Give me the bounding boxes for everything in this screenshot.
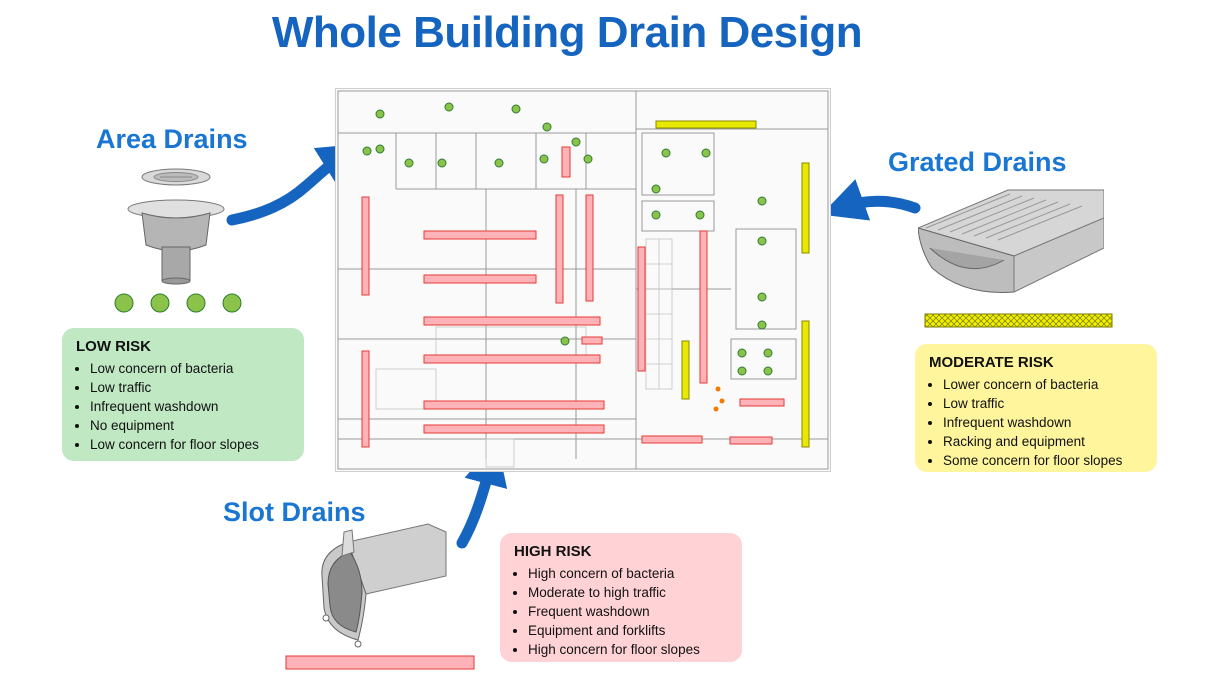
list-item: Low traffic [943, 394, 1143, 413]
page-title: Whole Building Drain Design [271, 8, 863, 57]
area-drain-markers [362, 102, 773, 376]
list-item: Moderate to high traffic [528, 583, 728, 602]
grated-drains-heading: Grated Drains [888, 147, 1067, 177]
grated-drain-image [918, 189, 1104, 293]
low-risk-title: LOW RISK [76, 338, 151, 355]
high-risk-panel: HIGH RISK High concern of bacteria Moder… [500, 533, 742, 662]
area-drain-legend [114, 293, 242, 313]
area-drain-arrow [226, 143, 363, 226]
slot-drain-legend [285, 655, 475, 670]
list-item: Infrequent washdown [943, 413, 1143, 432]
grated-drain-markers [655, 120, 810, 448]
list-item: Racking and equipment [943, 432, 1143, 451]
list-item: High concern of bacteria [528, 564, 728, 583]
low-risk-list: Low concern of bacteria Low traffic Infr… [76, 359, 290, 454]
low-risk-panel: LOW RISK Low concern of bacteria Low tra… [62, 328, 304, 461]
list-item: Low concern for floor slopes [90, 435, 290, 454]
floor-plan-drawing [337, 90, 829, 470]
slot-drain-markers [361, 146, 785, 448]
grated-drain-legend [924, 313, 1113, 328]
slot-drains-heading: Slot Drains [223, 497, 366, 527]
area-drains-heading: Area Drains [96, 124, 248, 154]
slot-drain-image [321, 523, 447, 648]
list-item: Low concern of bacteria [90, 359, 290, 378]
moderate-risk-panel: MODERATE RISK Lower concern of bacteria … [915, 344, 1157, 472]
area-drain-image [127, 168, 225, 285]
list-item: High concern for floor slopes [528, 640, 728, 659]
list-item: Low traffic [90, 378, 290, 397]
moderate-risk-title: MODERATE RISK [929, 354, 1054, 371]
list-item: Frequent washdown [528, 602, 728, 621]
floor-plan [335, 88, 831, 472]
list-item: Equipment and forklifts [528, 621, 728, 640]
drainage-equipment-markers [713, 386, 725, 412]
grated-drain-arrow [821, 179, 921, 221]
list-item: Lower concern of bacteria [943, 375, 1143, 394]
moderate-risk-list: Lower concern of bacteria Low traffic In… [929, 375, 1143, 470]
list-item: No equipment [90, 416, 290, 435]
high-risk-title: HIGH RISK [514, 543, 592, 560]
list-item: Some concern for floor slopes [943, 451, 1143, 470]
list-item: Infrequent washdown [90, 397, 290, 416]
high-risk-list: High concern of bacteria Moderate to hig… [514, 564, 728, 659]
